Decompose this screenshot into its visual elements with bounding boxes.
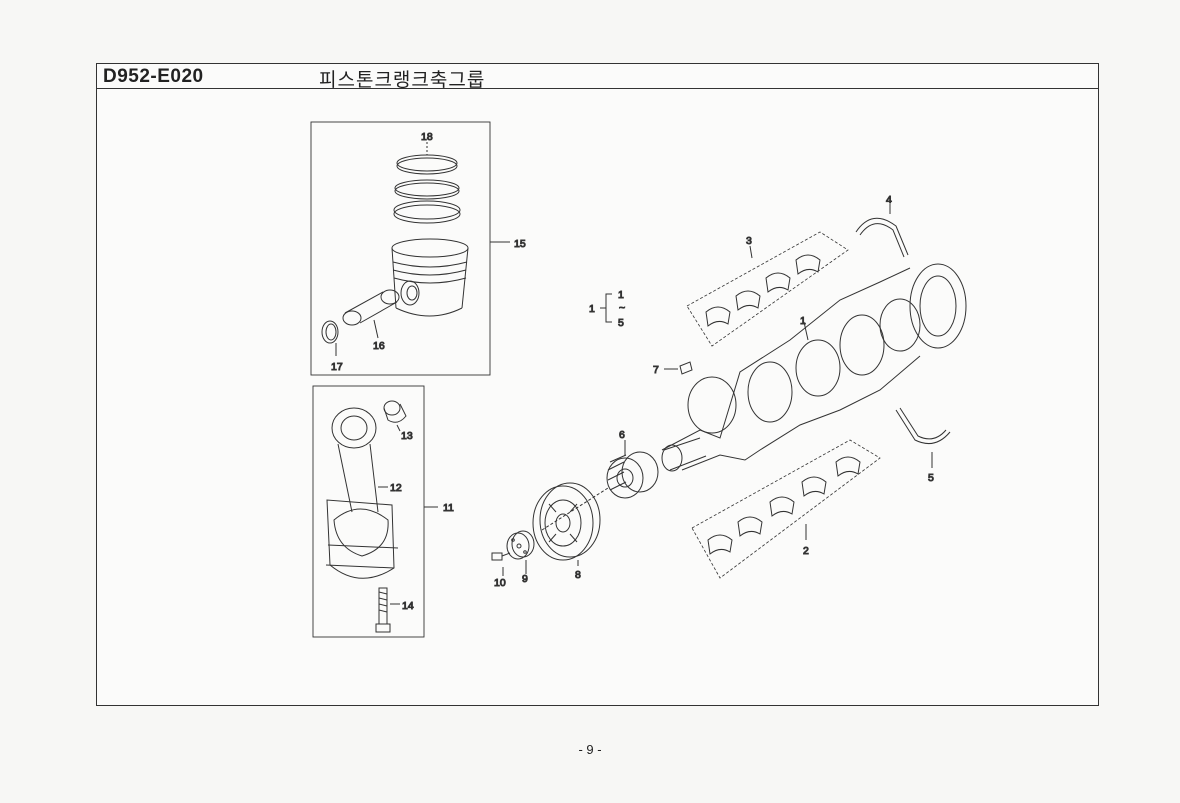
callout-8: 8 (575, 569, 581, 581)
callout-1-range-tilde: ~ (619, 302, 625, 314)
thrust-washer-upper (855, 217, 909, 258)
snap-ring (321, 320, 339, 344)
callout-16: 16 (373, 340, 385, 352)
crank-pulley (532, 482, 601, 561)
set-bracket (600, 293, 612, 323)
part-group-code: D952-E020 (103, 66, 204, 87)
callout-1-range-start: 1 (618, 289, 624, 301)
piston-assembly-box (310, 121, 491, 376)
piston-rings (393, 154, 461, 224)
callout-1-set: 1 (589, 303, 595, 315)
connecting-rod-box (312, 385, 425, 638)
piston (391, 238, 469, 317)
callout-1-range-end: 5 (618, 317, 624, 329)
crank-key (679, 361, 693, 375)
callout-1-crankshaft: 1 (800, 315, 806, 327)
piston-pin (342, 289, 400, 326)
callout-5: 5 (928, 472, 934, 484)
pulley-spacer (506, 530, 535, 560)
page-number: - 9 - (578, 742, 602, 757)
callout-7: 7 (653, 364, 659, 376)
callout-17: 17 (331, 361, 343, 373)
callout-12: 12 (390, 482, 402, 494)
callout-9: 9 (522, 573, 528, 585)
callout-2: 2 (803, 545, 809, 557)
connecting-rod (325, 407, 399, 579)
crank-gear (606, 451, 659, 499)
callout-13: 13 (401, 430, 413, 442)
callout-14: 14 (402, 600, 414, 612)
lower-main-bearings (691, 439, 881, 579)
rod-bushing (383, 400, 407, 423)
upper-main-bearings (686, 231, 849, 347)
crankshaft (661, 263, 967, 472)
callout-10: 10 (494, 577, 506, 589)
callout-15: 15 (514, 238, 526, 250)
callout-11: 11 (443, 502, 454, 514)
rod-bolt (375, 587, 391, 633)
header-bar: D952-E020 피스톤크랭크축그룹 (97, 64, 1098, 91)
pulley-bolt (491, 552, 511, 561)
callout-3: 3 (746, 235, 752, 247)
part-group-title: 피스톤크랭크축그룹 (319, 69, 486, 91)
callout-6: 6 (619, 429, 625, 441)
callout-4: 4 (886, 194, 892, 206)
callout-18: 18 (421, 131, 433, 143)
thrust-washer-lower (895, 407, 951, 445)
diagram-frame: D952-E020 피스톤크랭크축그룹 (96, 63, 1099, 706)
